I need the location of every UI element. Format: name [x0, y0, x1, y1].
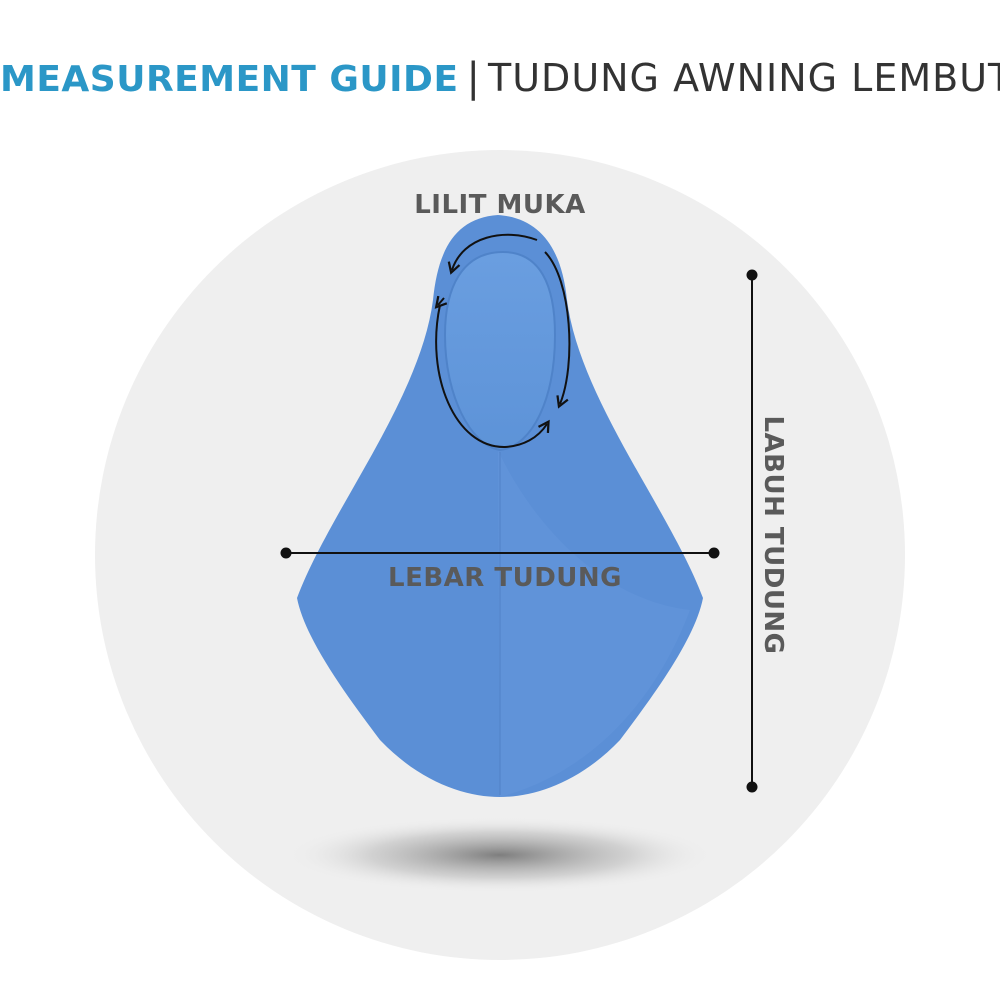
garment-shadow [285, 817, 715, 893]
circular-arrow-icon [447, 233, 538, 275]
face-opening [443, 250, 557, 452]
label-lilit-muka: LILIT MUKA [414, 190, 586, 220]
circular-arrow-icon [434, 295, 448, 309]
title-product: TUDUNG AWNING LEMBUT [488, 56, 1000, 100]
label-lebar-tudung: LEBAR TUDUNG [388, 563, 622, 593]
title-guide: MEASUREMENT GUIDE [0, 59, 459, 100]
circular-arrow-icon [544, 251, 571, 409]
width-measure-left-dot [280, 547, 292, 559]
hijab-shading [498, 450, 690, 797]
page-title: MEASUREMENT GUIDE|TUDUNG AWNING LEMBUT [0, 52, 1000, 106]
circular-arrow-icon [435, 304, 550, 449]
length-measure-bottom-dot [746, 781, 758, 793]
width-measure-right-dot [708, 547, 720, 559]
label-labuh-tudung: LABUH TUDUNG [758, 415, 788, 655]
length-measure-top-dot [746, 269, 758, 281]
title-separator: | [466, 55, 481, 101]
